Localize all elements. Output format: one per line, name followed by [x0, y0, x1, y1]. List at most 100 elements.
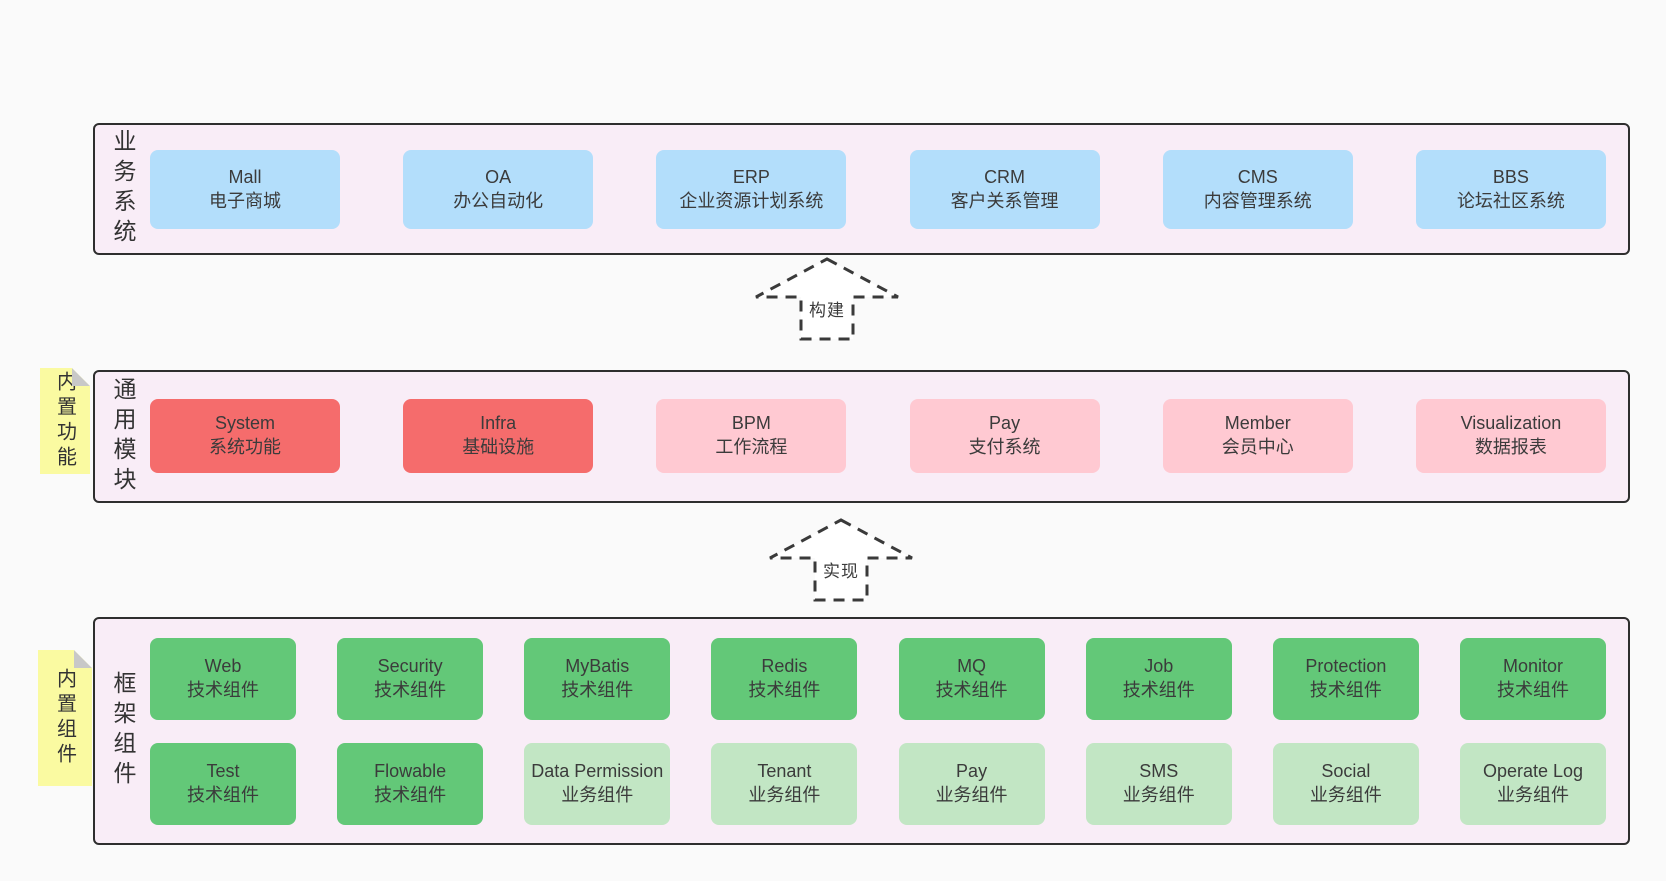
- box-test: Test 技术组件: [150, 743, 296, 825]
- box-monitor: Monitor 技术组件: [1459, 638, 1606, 720]
- implement-arrow: 实现: [766, 517, 916, 603]
- up-arrow-icon: [769, 518, 913, 602]
- box-social: Social 业务组件: [1272, 743, 1419, 825]
- box-web: Web 技术组件: [150, 638, 296, 720]
- box-erp: ERP 企业资源计划系统: [656, 150, 847, 229]
- box-name: System: [214, 413, 275, 434]
- box-bbs: BBS 论坛社区系统: [1415, 150, 1606, 229]
- business-systems-container: 业务系统 Mall 电子商城 OA 办公自动化 ERP 企业资源计划系统 CRM…: [93, 123, 1630, 255]
- box-name: Operate Log: [1482, 761, 1584, 782]
- box-mybatis: MyBatis 技术组件: [524, 638, 671, 720]
- box-pay-component: Pay 业务组件: [898, 743, 1045, 825]
- box-name: Redis: [761, 656, 808, 677]
- box-protection: Protection 技术组件: [1272, 638, 1419, 720]
- box-bpm: BPM 工作流程: [656, 399, 847, 473]
- box-subtitle: 技术组件: [1309, 680, 1382, 700]
- box-name: Test: [206, 761, 240, 782]
- box-job: Job 技术组件: [1085, 638, 1232, 720]
- box-subtitle: 基础设施: [462, 437, 535, 457]
- box-operate-log: Operate Log 业务组件: [1459, 743, 1606, 825]
- box-subtitle: 论坛社区系统: [1456, 190, 1565, 211]
- box-subtitle: 客户关系管理: [950, 190, 1059, 211]
- box-name: OA: [485, 166, 512, 187]
- box-name: Job: [1144, 656, 1174, 677]
- box-name: Data Permission: [531, 761, 664, 782]
- box-subtitle: 技术组件: [374, 785, 447, 805]
- box-oa: OA 办公自动化: [403, 150, 594, 229]
- box-subtitle: 工作流程: [715, 437, 788, 457]
- common-modules-container: 通用模块 System 系统功能 Infra 基础设施 BPM 工作流程 Pay…: [93, 370, 1630, 503]
- folded-corner-icon: [74, 650, 92, 668]
- box-data-permission: Data Permission 业务组件: [524, 743, 671, 825]
- box-infra: Infra 基础设施: [403, 399, 594, 473]
- box-redis: Redis 技术组件: [711, 638, 858, 720]
- box-subtitle: 技术组件: [748, 680, 821, 700]
- framework-components-row-1: Web 技术组件 Security 技术组件 MyBatis 技术组件 Redi…: [150, 638, 1606, 720]
- box-subtitle: 电子商城: [209, 190, 281, 211]
- box-subtitle: 技术组件: [561, 680, 634, 700]
- box-subtitle: 内容管理系统: [1203, 190, 1312, 211]
- box-subtitle: 技术组件: [1122, 680, 1195, 700]
- box-subtitle: 系统功能: [209, 437, 281, 457]
- box-subtitle: 技术组件: [935, 680, 1008, 700]
- framework-components-row-2: Test 技术组件 Flowable 技术组件 Data Permission …: [150, 743, 1606, 825]
- box-member: Member 会员中心: [1162, 399, 1353, 473]
- box-mall: Mall 电子商城: [150, 150, 340, 229]
- up-arrow-icon: [755, 257, 899, 341]
- framework-components-label: 框架组件: [110, 671, 136, 791]
- box-name: CMS: [1237, 166, 1278, 187]
- sticky-label: 内置功能: [53, 371, 76, 471]
- box-subtitle: 技术组件: [187, 785, 259, 805]
- box-name: Infra: [480, 413, 517, 434]
- build-arrow: 构建: [752, 256, 902, 342]
- box-name: BBS: [1492, 166, 1529, 187]
- sticky-built-in-features: 内置功能: [40, 368, 90, 474]
- box-name: Protection: [1305, 656, 1387, 677]
- common-modules-row: System 系统功能 Infra 基础设施 BPM 工作流程 Pay 支付系统…: [150, 399, 1606, 473]
- box-subtitle: 数据报表: [1474, 437, 1547, 457]
- box-name: Member: [1224, 413, 1291, 434]
- box-subtitle: 会员中心: [1221, 437, 1294, 457]
- box-subtitle: 业务组件: [748, 785, 821, 805]
- box-crm: CRM 客户关系管理: [909, 150, 1100, 229]
- sticky-label: 内置组件: [53, 668, 76, 768]
- box-flowable: Flowable 技术组件: [337, 743, 484, 825]
- box-visualization: Visualization 数据报表: [1415, 399, 1606, 473]
- box-name: Visualization: [1460, 413, 1562, 434]
- box-subtitle: 办公自动化: [453, 190, 544, 211]
- sticky-built-in-components: 内置组件: [38, 650, 92, 786]
- box-subtitle: 技术组件: [374, 680, 447, 700]
- box-name: SMS: [1139, 761, 1179, 782]
- box-name: Tenant: [757, 761, 812, 782]
- box-sms: SMS 业务组件: [1085, 743, 1232, 825]
- box-pay-module: Pay 支付系统: [909, 399, 1100, 473]
- box-name: Pay: [956, 761, 988, 782]
- box-name: Web: [204, 656, 242, 677]
- box-subtitle: 技术组件: [1496, 680, 1569, 700]
- box-subtitle: 业务组件: [561, 785, 634, 805]
- box-name: BPM: [731, 413, 771, 434]
- framework-components-container: 框架组件 Web 技术组件 Security 技术组件 MyBatis 技术组件…: [93, 617, 1630, 845]
- common-modules-label: 通用模块: [110, 376, 136, 497]
- box-mq: MQ 技术组件: [898, 638, 1045, 720]
- box-name: Monitor: [1502, 656, 1563, 677]
- box-security: Security 技术组件: [337, 638, 484, 720]
- box-subtitle: 业务组件: [1122, 785, 1195, 805]
- folded-corner-icon: [72, 368, 90, 386]
- box-subtitle: 业务组件: [935, 785, 1008, 805]
- box-subtitle: 技术组件: [187, 680, 259, 700]
- box-system: System 系统功能: [150, 399, 340, 473]
- box-name: CRM: [984, 166, 1026, 187]
- business-systems-label: 业务系统: [110, 129, 136, 249]
- box-name: ERP: [732, 166, 770, 187]
- implement-arrow-label: 实现: [823, 562, 859, 581]
- box-name: Mall: [228, 166, 262, 187]
- box-subtitle: 支付系统: [968, 437, 1041, 457]
- box-subtitle: 企业资源计划系统: [679, 190, 824, 211]
- build-arrow-label: 构建: [809, 301, 845, 320]
- box-subtitle: 业务组件: [1309, 785, 1382, 805]
- box-name: MQ: [957, 656, 987, 677]
- box-name: Security: [377, 656, 443, 677]
- box-name: Social: [1321, 761, 1371, 782]
